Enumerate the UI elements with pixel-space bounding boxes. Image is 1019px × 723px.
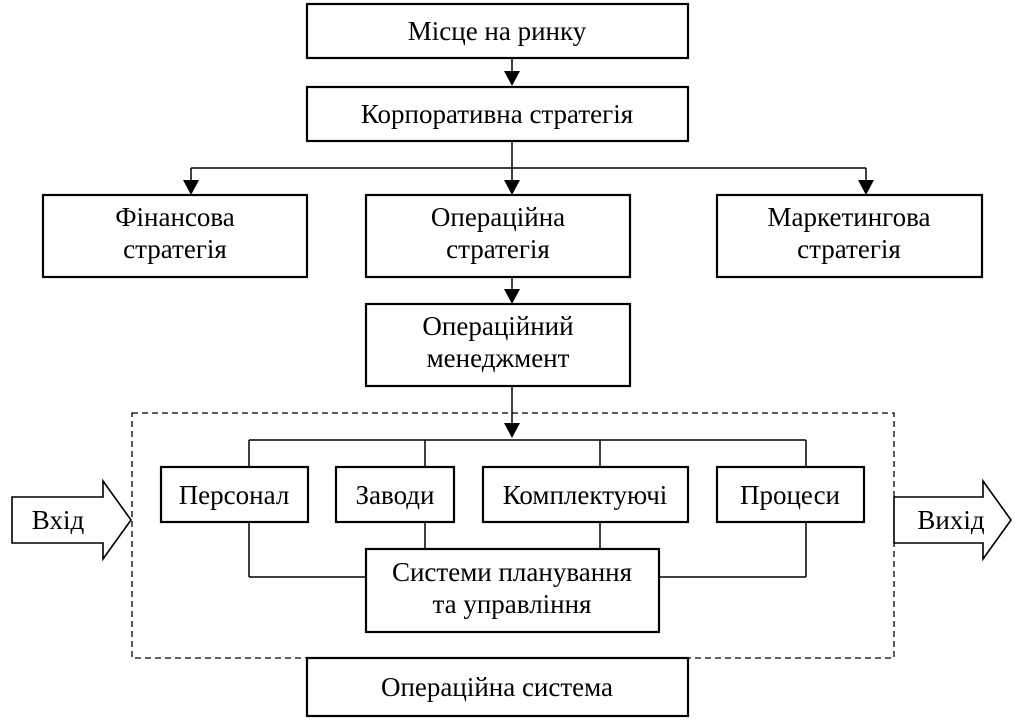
market-place-box: Місце на ринку	[305, 2, 690, 60]
processes-box: Процеси	[715, 465, 866, 524]
output-arrow	[893, 478, 1012, 562]
planning-systems-label-line2: та управління	[433, 589, 592, 619]
processes-label: Процеси	[740, 480, 840, 510]
operational-strategy-box: Операційна стратегія	[364, 193, 632, 279]
personnel-label: Персонал	[179, 480, 290, 510]
corporate-strategy-label: Корпоративна стратегія	[361, 99, 633, 129]
planning-systems-box: Системи планування та управління	[364, 547, 661, 634]
operational-system-label: Операційна система	[381, 672, 613, 702]
corporate-strategy-box: Корпоративна стратегія	[305, 85, 690, 143]
components-label: Комплектуючі	[503, 480, 668, 510]
marketing-strategy-label-line1: Маркетингова	[768, 202, 931, 232]
output-label: Вихід	[917, 505, 984, 535]
components-box: Комплектуючі	[481, 465, 690, 524]
market-place-label: Місце на ринку	[408, 16, 587, 46]
personnel-box: Персонал	[159, 465, 310, 524]
arrowhead-marketing	[858, 180, 874, 195]
operational-management-label-line1: Операційний	[422, 311, 573, 341]
plants-box: Заводи	[334, 465, 456, 524]
input-arrow	[11, 478, 132, 562]
marketing-strategy-box: Маркетингова стратегія	[715, 193, 984, 279]
connectors	[183, 58, 874, 578]
financial-strategy-label-line2: стратегія	[123, 234, 227, 264]
input-label: Вхід	[32, 505, 85, 535]
arrowhead-corporate	[504, 71, 520, 86]
arrowhead-financial	[183, 180, 199, 195]
arrowhead-operational	[504, 180, 520, 195]
plants-label: Заводи	[356, 480, 435, 510]
planning-systems-label-line1: Системи планування	[392, 557, 632, 587]
operational-system-box: Операційна система	[305, 656, 690, 718]
operational-management-label-line2: менеджмент	[427, 343, 570, 373]
operational-strategy-label-line1: Операційна	[431, 202, 565, 232]
financial-strategy-label-line1: Фінансова	[115, 202, 235, 232]
financial-strategy-box: Фінансова стратегія	[41, 193, 309, 279]
operational-management-box: Операційний менеджмент	[364, 302, 632, 388]
marketing-strategy-label-line2: стратегія	[797, 234, 901, 264]
arrowhead-management	[504, 289, 520, 304]
arrowhead-system-bus	[504, 423, 520, 438]
operational-strategy-label-line2: стратегія	[446, 234, 550, 264]
